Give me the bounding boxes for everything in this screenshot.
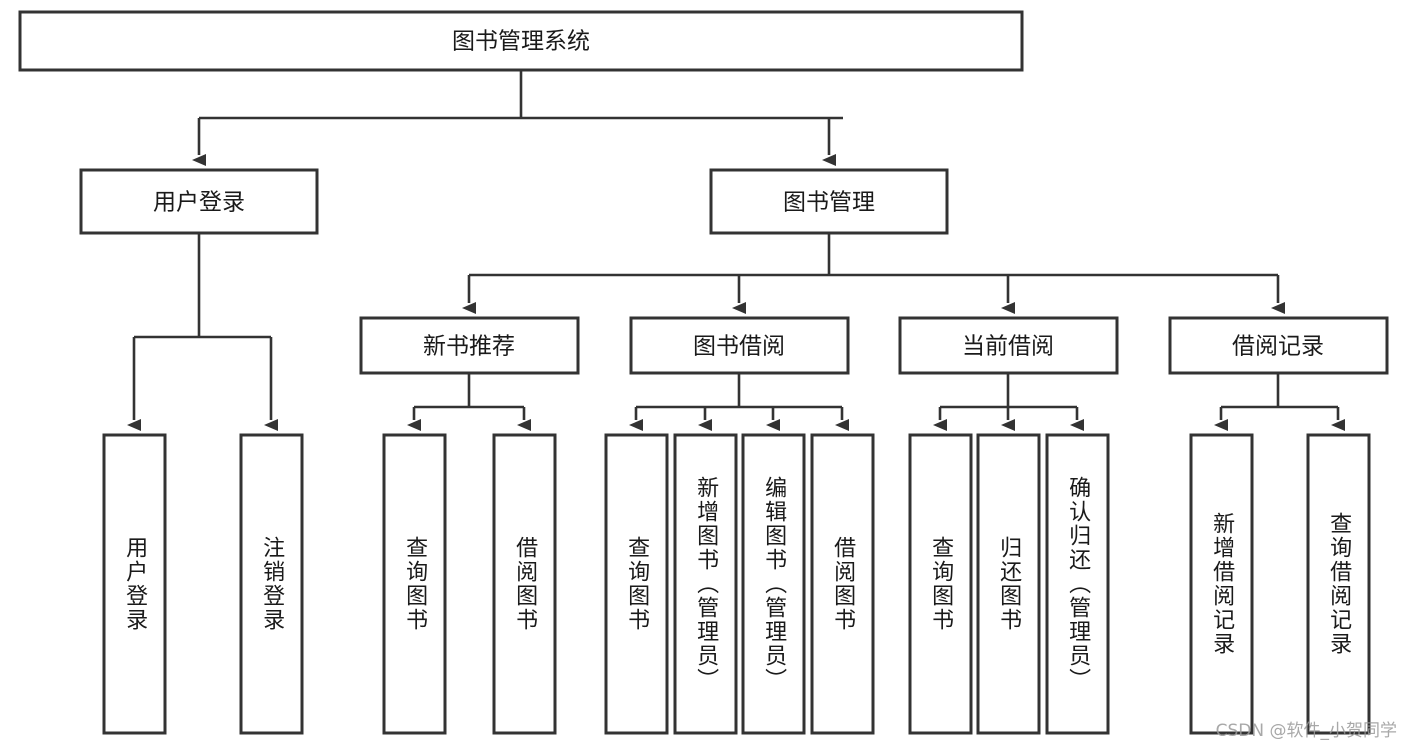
connector-group-current-borrow	[933, 373, 1084, 431]
node-book-borrow-box[interactable]	[629, 316, 850, 375]
csdn-watermark: CSDN @软件_小贺同学	[1215, 721, 1397, 741]
node-current-borrow-box[interactable]	[898, 316, 1119, 375]
leaf-box-new-book-1[interactable]	[492, 433, 557, 735]
node-borrow-record-box[interactable]	[1168, 316, 1389, 375]
node-user-login-label: 用户登录	[153, 190, 245, 216]
node-root-label: 图书管理系统	[452, 29, 590, 55]
connector-group-user-login	[127, 233, 278, 431]
leaf-box-current-borrow-0[interactable]	[908, 433, 973, 735]
node-root-box[interactable]	[18, 10, 1024, 72]
leaf-box-borrow-record-0[interactable]	[1189, 433, 1254, 735]
node-borrow-record-label: 借阅记录	[1232, 334, 1324, 360]
leaf-box-book-borrow-2[interactable]	[741, 433, 806, 735]
leaf-box-book-borrow-3[interactable]	[810, 433, 875, 735]
node-user-login-box[interactable]	[79, 168, 319, 235]
leaf-box-current-borrow-1[interactable]	[976, 433, 1041, 735]
connector-group-book-mgmt	[462, 233, 1285, 314]
leaf-box-borrow-record-1[interactable]	[1306, 433, 1371, 735]
connector-group-root	[192, 70, 843, 166]
leaf-box-current-borrow-2[interactable]	[1045, 433, 1110, 735]
leaf-box-book-borrow-0[interactable]	[604, 433, 669, 735]
leaf-box-user-login-1[interactable]	[239, 433, 304, 735]
node-new-book-label: 新书推荐	[423, 334, 515, 360]
connector-group-new-book	[407, 373, 531, 431]
node-book-mgmt-label: 图书管理	[783, 190, 875, 216]
node-new-book-box[interactable]	[359, 316, 580, 375]
leaf-box-new-book-0[interactable]	[382, 433, 447, 735]
leaf-box-book-borrow-1[interactable]	[673, 433, 738, 735]
node-book-borrow-label: 图书借阅	[693, 334, 785, 360]
connector-group-book-borrow	[629, 373, 849, 431]
leaf-box-user-login-0[interactable]	[102, 433, 167, 735]
connector-group-borrow-record	[1214, 373, 1345, 431]
node-book-mgmt-box[interactable]	[709, 168, 949, 235]
node-current-borrow-label: 当前借阅	[962, 334, 1054, 360]
